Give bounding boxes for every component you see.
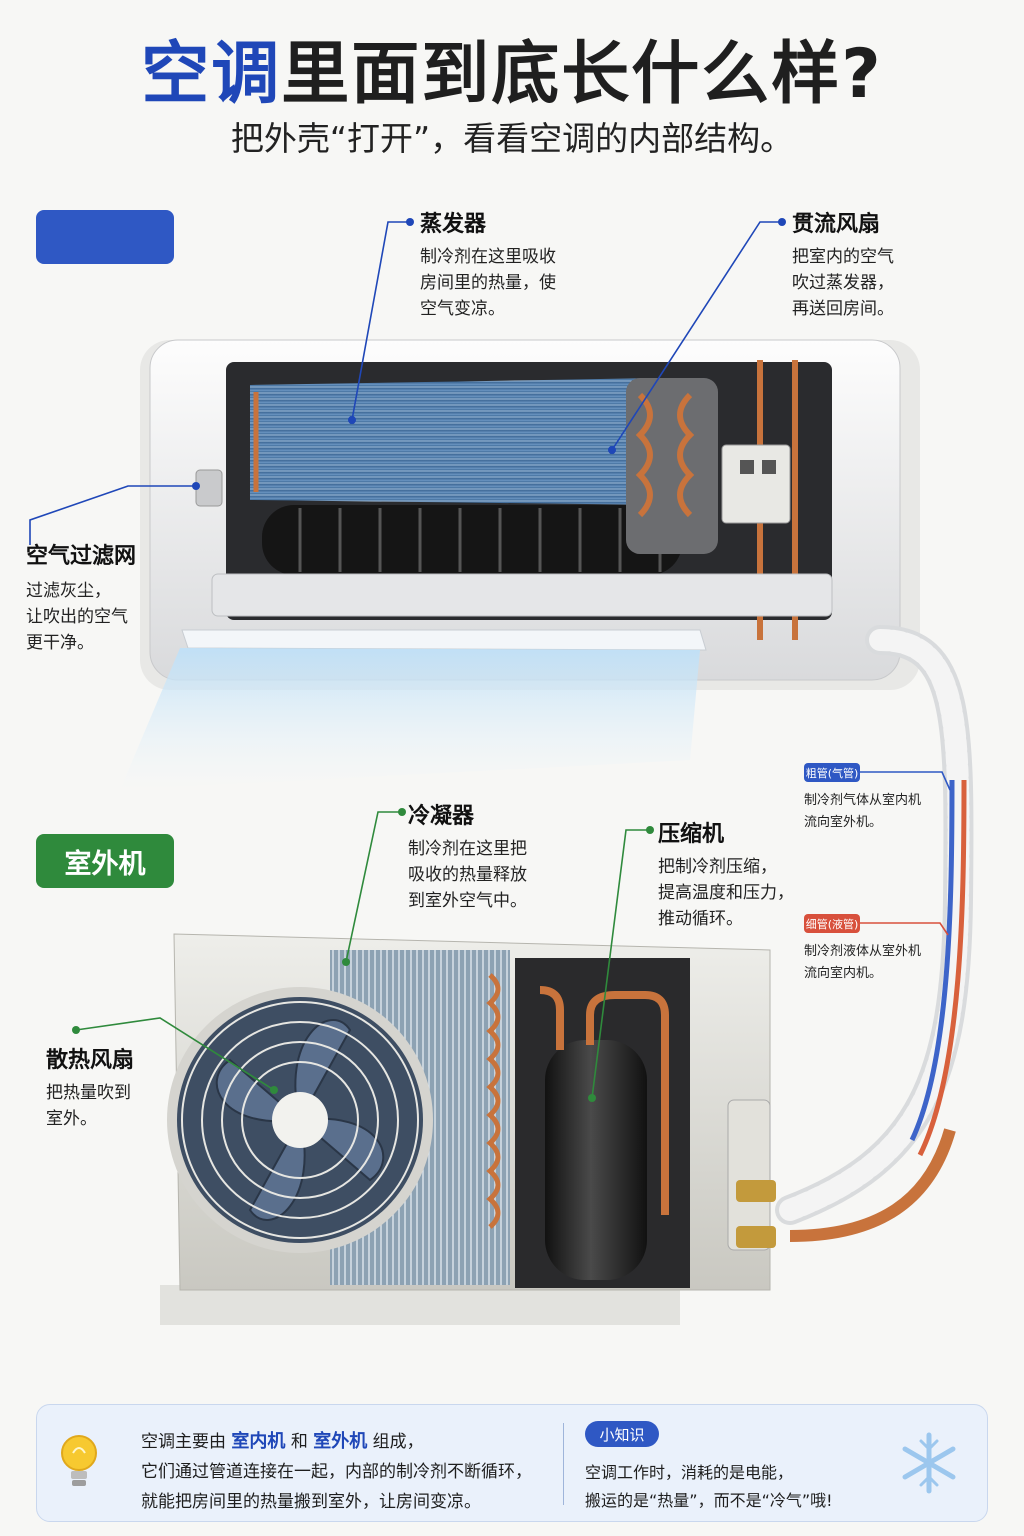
page-title: 空调里面到底长什么样? <box>0 18 1024 117</box>
condenser-desc: 制冷剂在这里把 吸收的热量释放 到室外空气中。 <box>408 839 527 911</box>
page-subtitle: 把外壳“打开”，看看空调的内部结构。 <box>230 119 794 158</box>
tip-line1: 空调工作时，消耗的是电能， <box>585 1463 794 1482</box>
evaporator-title: 蒸发器 <box>420 212 487 237</box>
summary-outdoor-unit: 室外机 <box>313 1431 368 1452</box>
air-filter-title: 空气过滤网 <box>26 544 137 569</box>
summary-line1-c: 和 <box>290 1432 308 1452</box>
tip-line2: 搬运的是“热量”，而不是“冷气”哦! <box>585 1491 833 1510</box>
label-evaporator: 蒸发器 制冷剂在这里吸收 房间里的热量，使 空气变凉。 <box>420 206 556 322</box>
thin-pipe-tag: 细管(液管) <box>804 914 860 933</box>
crossflow-fan-desc: 把室内的空气 吹过蒸发器， 再送回房间。 <box>792 247 894 319</box>
snowflake-icon <box>902 1432 956 1494</box>
thick-pipe-desc: 制冷剂气体从室内机 流向室外机。 <box>804 793 922 830</box>
summary-line3: 就能把房间里的热量搬到室外，让房间变凉。 <box>141 1492 481 1512</box>
tip-text: 空调工作时，消耗的是电能， 搬运的是“热量”，而不是“冷气”哦! <box>585 1459 833 1515</box>
summary-panel: 空调主要由 室内机 和 室外机 组成， 它们通过管道连接在一起，内部的制冷剂不断… <box>36 1404 988 1522</box>
summary-text: 空调主要由 室内机 和 室外机 组成， 它们通过管道连接在一起，内部的制冷剂不断… <box>141 1427 532 1517</box>
summary-indoor-unit: 室内机 <box>231 1431 286 1452</box>
outdoor-unit-tag: 室外机 <box>36 834 174 888</box>
cooling-fan-desc: 把热量吹到 室外。 <box>46 1083 131 1129</box>
lightbulb-icon <box>61 1435 97 1486</box>
footer-divider <box>563 1423 564 1505</box>
label-thick-pipe: 粗管(气管) 制冷剂气体从室内机 流向室外机。 <box>804 763 921 834</box>
tip-badge: 小知识 <box>585 1421 659 1447</box>
indoor-unit-tag <box>36 210 174 264</box>
title-highlight: 空调 <box>141 35 282 114</box>
summary-line1-e: 组成， <box>372 1432 424 1452</box>
label-air-filter: 空气过滤网 过滤灰尘， 让吹出的空气 更干净。 <box>26 538 136 656</box>
summary-line1-a: 空调主要由 <box>141 1432 226 1452</box>
evaporator-desc: 制冷剂在这里吸收 房间里的热量，使 空气变凉。 <box>420 247 556 319</box>
crossflow-fan-title: 贯流风扇 <box>792 212 881 237</box>
thick-pipe-tag: 粗管(气管) <box>804 763 860 782</box>
cooling-fan-title: 散热风扇 <box>46 1048 135 1073</box>
compressor-desc: 把制冷剂压缩， 提高温度和压力， 推动循环。 <box>658 857 794 929</box>
label-compressor: 压缩机 把制冷剂压缩， 提高温度和压力， 推动循环。 <box>658 816 794 932</box>
compressor-title: 压缩机 <box>658 822 725 847</box>
label-crossflow-fan: 贯流风扇 把室内的空气 吹过蒸发器， 再送回房间。 <box>792 206 894 322</box>
condenser-title: 冷凝器 <box>408 804 475 829</box>
air-filter-desc: 过滤灰尘， 让吹出的空气 更干净。 <box>26 581 128 653</box>
label-thin-pipe: 细管(液管) 制冷剂液体从室外机 流向室内机。 <box>804 914 921 985</box>
label-cooling-fan: 散热风扇 把热量吹到 室外。 <box>46 1042 134 1132</box>
title-rest: 里面到底长什么样? <box>281 35 883 114</box>
thin-pipe-desc: 制冷剂液体从室外机 流向室内机。 <box>804 944 922 981</box>
summary-line2: 它们通过管道连接在一起，内部的制冷剂不断循环， <box>141 1462 532 1482</box>
label-condenser: 冷凝器 制冷剂在这里把 吸收的热量释放 到室外空气中。 <box>408 798 527 914</box>
